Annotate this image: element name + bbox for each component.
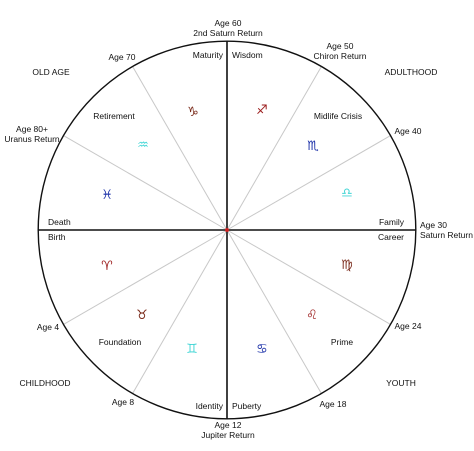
aquarius-icon: ♒ [137, 138, 149, 153]
right-event-label: Saturn Return [420, 230, 473, 240]
center-dot [225, 228, 229, 232]
label-puberty: Puberty [232, 401, 262, 411]
spoke-60 [226, 66, 322, 231]
top-age-label: Age 60 [215, 18, 242, 28]
bottom-event-label: Jupiter Return [201, 430, 255, 440]
stage-old-age: OLD AGE [32, 67, 70, 77]
label-maturity: Maturity [193, 50, 224, 60]
label-birth: Birth [48, 232, 66, 242]
label-career: Career [378, 232, 404, 242]
stage-adulthood: ADULTHOOD [385, 67, 438, 77]
wheel-spokes [63, 66, 391, 394]
label-prime: Prime [331, 337, 353, 347]
label-midlife-crisis: Midlife Crisis [314, 111, 362, 121]
pisces-icon: ♓ [101, 188, 113, 203]
label-retirement: Retirement [93, 111, 135, 121]
stage-youth: YOUTH [386, 378, 416, 388]
spoke-150 [63, 135, 228, 231]
age-18-label: Age 18 [320, 399, 347, 409]
age-70-label: Age 70 [109, 52, 136, 62]
label-foundation: Foundation [99, 337, 142, 347]
virgo-icon: ♍ [341, 258, 353, 273]
spoke-300 [226, 229, 322, 394]
age-8-label: Age 8 [112, 397, 134, 407]
sagittarius-icon: ♐ [256, 103, 268, 118]
age-4-label: Age 4 [37, 322, 59, 332]
aries-icon: ♈ [101, 259, 113, 274]
age-24-label: Age 24 [395, 321, 422, 331]
chiron-return-label: Chiron Return [314, 51, 367, 61]
label-identity: Identity [196, 401, 224, 411]
stage-childhood: CHILDHOOD [19, 378, 70, 388]
gemini-icon: ♊ [186, 342, 198, 357]
libra-icon: ♎ [341, 186, 353, 201]
spoke-330 [226, 229, 391, 325]
age-40-label: Age 40 [395, 126, 422, 136]
capricorn-icon: ♑ [187, 105, 199, 120]
scorpio-icon: ♏ [307, 139, 319, 154]
label-wisdom: Wisdom [232, 50, 263, 60]
leo-icon: ♌ [306, 308, 318, 323]
left-event-label: Uranus Return [4, 134, 60, 144]
top-event-label: 2nd Saturn Return [193, 28, 263, 38]
taurus-icon: ♉ [136, 308, 148, 323]
right-age-label: Age 30 [420, 220, 447, 230]
bottom-age-label: Age 12 [215, 420, 242, 430]
age-50-label: Age 50 [327, 41, 354, 51]
left-age-label: Age 80+ [16, 124, 48, 134]
spoke-240 [132, 229, 228, 394]
spoke-210 [63, 229, 228, 325]
label-death: Death [48, 217, 71, 227]
spoke-30 [226, 135, 391, 231]
label-family: Family [379, 217, 405, 227]
spoke-120 [132, 66, 228, 231]
cancer-icon: ♋ [256, 342, 268, 357]
